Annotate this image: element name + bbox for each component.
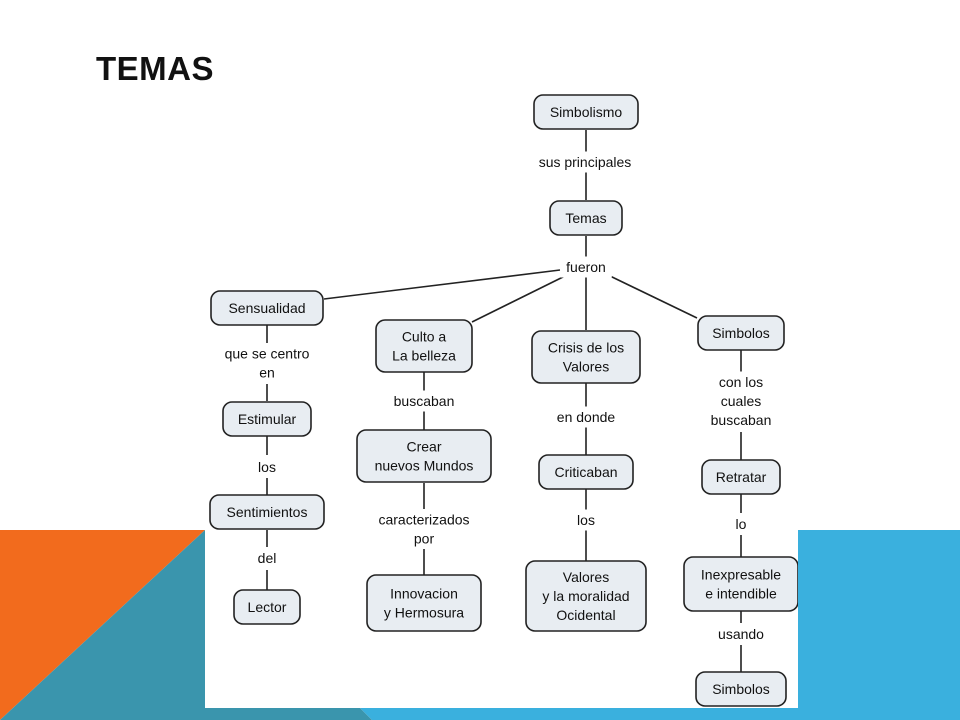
link-los-2-backdrop — [571, 509, 601, 531]
node-temas-box — [549, 200, 623, 236]
link-los-1-backdrop — [252, 456, 282, 478]
node-sensualidad-box — [210, 290, 324, 326]
node-simbolos-1: Simbolos — [697, 315, 785, 351]
edge-fueron-simbolos — [609, 275, 698, 319]
node-innovacion-y-hermosura-box — [366, 574, 482, 632]
node-simbolismo-text: Simbolismo — [550, 104, 623, 120]
slide-title: TEMAS — [96, 50, 214, 87]
link-que-se-centro-en-backdrop — [214, 343, 320, 383]
link-con-los-cuales-buscaban: cuales — [721, 393, 761, 409]
link-buscaban-1: buscaban — [394, 393, 455, 409]
link-con-los-cuales-buscaban: con los — [719, 374, 763, 390]
link-usando: usando — [718, 626, 764, 642]
node-criticaban-box — [538, 454, 634, 490]
node-valores-y-la-moralidad-ocidental-text: Valores — [563, 569, 609, 585]
node-crisis-de-los-valores-box — [531, 330, 641, 384]
link-fueron-backdrop — [560, 256, 612, 278]
link-usando-backdrop — [715, 623, 767, 645]
node-sensualidad-text: Sensualidad — [228, 300, 305, 316]
node-simbolos-1-text: Simbolos — [712, 325, 770, 341]
concept-map-nodes: Simbolismo sus principalesTemasSensualida… — [209, 94, 799, 707]
node-sentimientos-text: Sentimientos — [227, 504, 308, 520]
link-del: del — [258, 550, 277, 566]
node-innovacion-y-hermosura-text: y Hermosura — [384, 605, 464, 621]
node-simbolos-2-text: Simbolos — [712, 681, 770, 697]
node-lector-box — [233, 589, 301, 625]
link-que-se-centro-en: que se centro — [225, 346, 310, 362]
node-culto-a-la-belleza-box — [375, 319, 473, 373]
node-simbolismo-box — [533, 94, 639, 130]
teal-triangle-shape — [0, 530, 205, 720]
node-sentimientos: Sentimientos — [209, 494, 325, 530]
link-lo: lo — [736, 516, 747, 532]
node-culto-a-la-belleza-text: La belleza — [392, 348, 456, 364]
edge-fueron-sensualidad — [323, 269, 561, 300]
node-criticaban-text: Criticaban — [554, 464, 617, 480]
node-inexpresable-e-intendible: Inexpresable e intendible — [683, 556, 799, 612]
node-inexpresable-e-intendible-text: e intendible — [705, 586, 777, 602]
node-simbolos-2: Simbolos — [695, 671, 787, 707]
node-valores-y-la-moralidad-ocidental-box — [525, 560, 647, 632]
link-que-se-centro-en: en — [259, 365, 275, 381]
node-lector-text: Lector — [248, 599, 287, 615]
link-en-donde: en donde — [557, 409, 616, 425]
node-crear-nuevos-mundos-box — [356, 429, 492, 483]
node-simbolos-1-box — [697, 315, 785, 351]
link-buscaban-1-backdrop — [390, 390, 458, 412]
node-culto-a-la-belleza-text: Culto a — [402, 329, 447, 345]
link-con-los-cuales-buscaban: buscaban — [711, 412, 772, 428]
edge-fueron-culto — [471, 275, 566, 323]
blue-bottom-strip-shape — [360, 708, 798, 720]
node-inexpresable-e-intendible-box — [683, 556, 799, 612]
node-temas: Temas — [549, 200, 623, 236]
link-fueron: fueron — [566, 259, 606, 275]
node-innovacion-y-hermosura-text: Innovacion — [390, 586, 458, 602]
node-lector: Lector — [233, 589, 301, 625]
link-sus-principales-backdrop — [525, 151, 645, 173]
node-retratar: Retratar — [701, 459, 781, 495]
link-los-2: los — [577, 512, 595, 528]
node-retratar-text: Retratar — [716, 469, 767, 485]
node-innovacion-y-hermosura: Innovacion y Hermosura — [366, 574, 482, 632]
link-los-1: los — [258, 459, 276, 475]
node-temas-text: Temas — [565, 210, 606, 226]
node-crear-nuevos-mundos-text: Crear — [406, 439, 441, 455]
node-estimular: Estimular — [222, 401, 312, 437]
node-simbolos-2-box — [695, 671, 787, 707]
node-simbolismo: Simbolismo — [533, 94, 639, 130]
link-caracterizados-por-backdrop — [367, 509, 481, 549]
link-del-backdrop — [252, 547, 282, 569]
node-sentimientos-box — [209, 494, 325, 530]
teal-bottom-strip-shape — [205, 708, 372, 720]
concept-map-edges — [266, 130, 742, 672]
link-caracterizados-por: caracterizados — [378, 512, 469, 528]
node-inexpresable-e-intendible-text: Inexpresable — [701, 567, 781, 583]
link-en-donde-backdrop — [552, 406, 620, 428]
node-valores-y-la-moralidad-ocidental-text: Ocidental — [556, 607, 615, 623]
node-sensualidad: Sensualidad — [210, 290, 324, 326]
node-estimular-box — [222, 401, 312, 437]
concept-map-canvas: Simbolismo sus principalesTemasSensualida… — [209, 94, 799, 707]
node-criticaban: Criticaban — [538, 454, 634, 490]
link-con-los-cuales-buscaban-backdrop — [707, 371, 775, 431]
link-sus-principales: sus principales — [539, 154, 632, 170]
link-lo-backdrop — [730, 513, 752, 535]
link-caracterizados-por: por — [414, 531, 435, 547]
blue-band-shape — [798, 530, 960, 720]
node-culto-a-la-belleza: Culto a La belleza — [375, 319, 473, 373]
node-crisis-de-los-valores-text: Valores — [563, 359, 609, 375]
node-retratar-box — [701, 459, 781, 495]
node-estimular-text: Estimular — [238, 411, 297, 427]
node-crisis-de-los-valores-text: Crisis de los — [548, 340, 624, 356]
node-crear-nuevos-mundos: Crear nuevos Mundos — [356, 429, 492, 483]
node-valores-y-la-moralidad-ocidental-text: y la moralidad — [542, 588, 629, 604]
node-crear-nuevos-mundos-text: nuevos Mundos — [375, 458, 474, 474]
